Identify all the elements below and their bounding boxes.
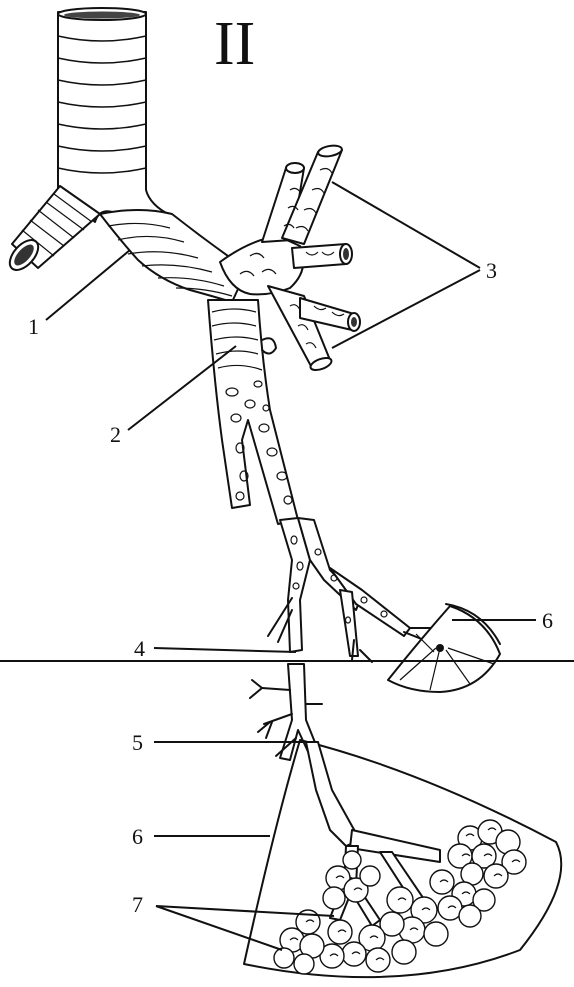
figure-title: II xyxy=(214,10,255,78)
segmental-bronchus xyxy=(208,300,298,524)
label-1: 1 xyxy=(28,314,39,339)
label-5: 5 xyxy=(132,730,143,755)
lobule-large xyxy=(244,740,561,977)
label-3: 3 xyxy=(486,258,497,283)
trachea xyxy=(58,8,170,222)
label-6-upper: 6 xyxy=(542,608,553,633)
label-4: 4 xyxy=(134,636,145,661)
label-7: 7 xyxy=(132,892,143,917)
label-2: 2 xyxy=(110,422,121,447)
small-bronchi xyxy=(268,518,432,662)
label-6-lower: 6 xyxy=(132,824,143,849)
lobule-small xyxy=(388,604,500,692)
